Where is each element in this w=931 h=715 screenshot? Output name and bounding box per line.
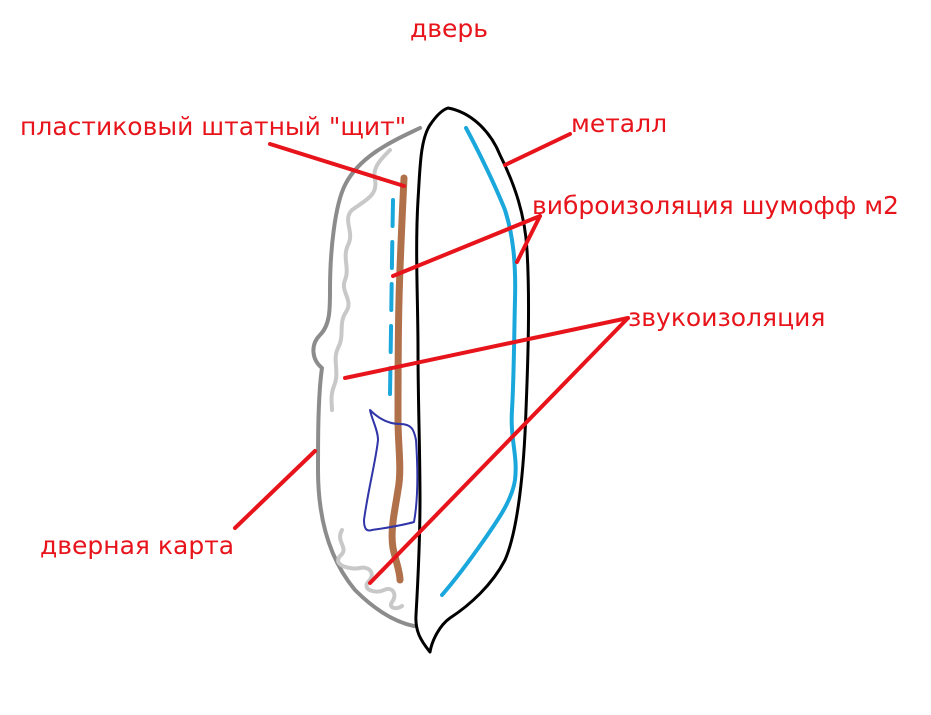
metal-outline bbox=[414, 106, 531, 654]
sound-isolation-lower bbox=[336, 528, 404, 611]
leader-vibro-shield bbox=[391, 214, 542, 278]
leader-metal bbox=[503, 132, 572, 167]
leader-card bbox=[233, 449, 317, 530]
plastic-shield-label: пластиковый штатный "щит" bbox=[20, 112, 407, 141]
vibro-isolation-line bbox=[440, 126, 518, 597]
plastic-shield-line bbox=[388, 174, 408, 584]
metal-label: металл bbox=[571, 109, 668, 138]
vibro-isolation-label: виброизоляция шумофф м2 bbox=[532, 191, 899, 220]
door-label: дверь bbox=[410, 14, 489, 43]
sound-isolation-upper bbox=[329, 148, 392, 412]
inner-block-outline bbox=[363, 409, 419, 532]
leader-lines bbox=[233, 132, 630, 585]
leader-sound-lower bbox=[368, 316, 630, 585]
sound-isolation-label: звукоизоляция bbox=[628, 303, 826, 332]
leader-sound-upper bbox=[343, 316, 630, 380]
leader-shield bbox=[268, 142, 406, 188]
door-card-outline bbox=[311, 126, 422, 628]
vibro-isolation-dashed bbox=[388, 198, 395, 397]
door-card-label: дверная карта bbox=[40, 531, 235, 560]
leader-vibro-metal bbox=[515, 214, 542, 264]
